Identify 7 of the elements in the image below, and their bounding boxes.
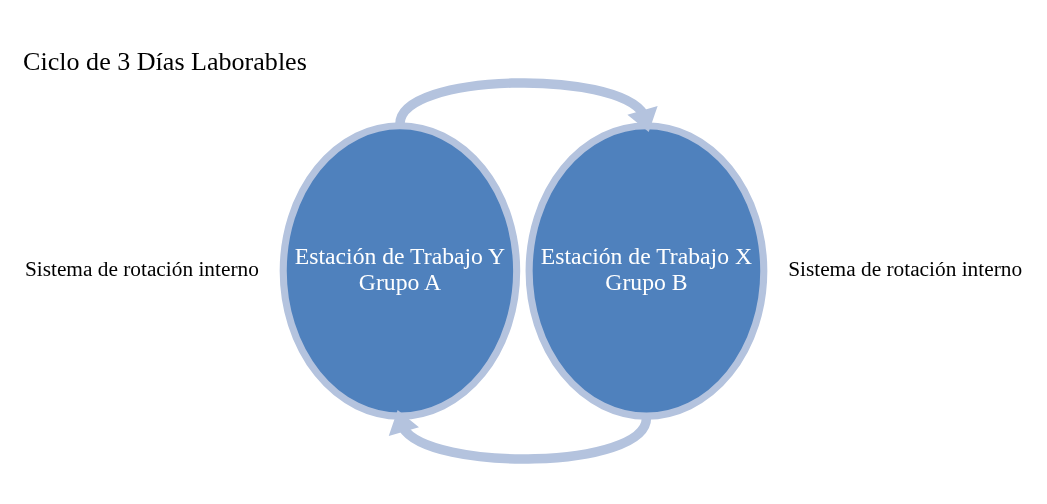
arrow [395,78,658,132]
node-label: Sistema de rotación interno [24,257,259,282]
arrow [388,410,651,464]
node-label: Sistema de rotación interno [788,257,1023,282]
diagram-title: Ciclo de 3 Días Laborables [23,47,307,77]
node-ellipse: Estación de Trabajo X Grupo B [525,122,768,420]
node-ellipse: Estación de Trabajo Y Grupo A [279,122,521,420]
